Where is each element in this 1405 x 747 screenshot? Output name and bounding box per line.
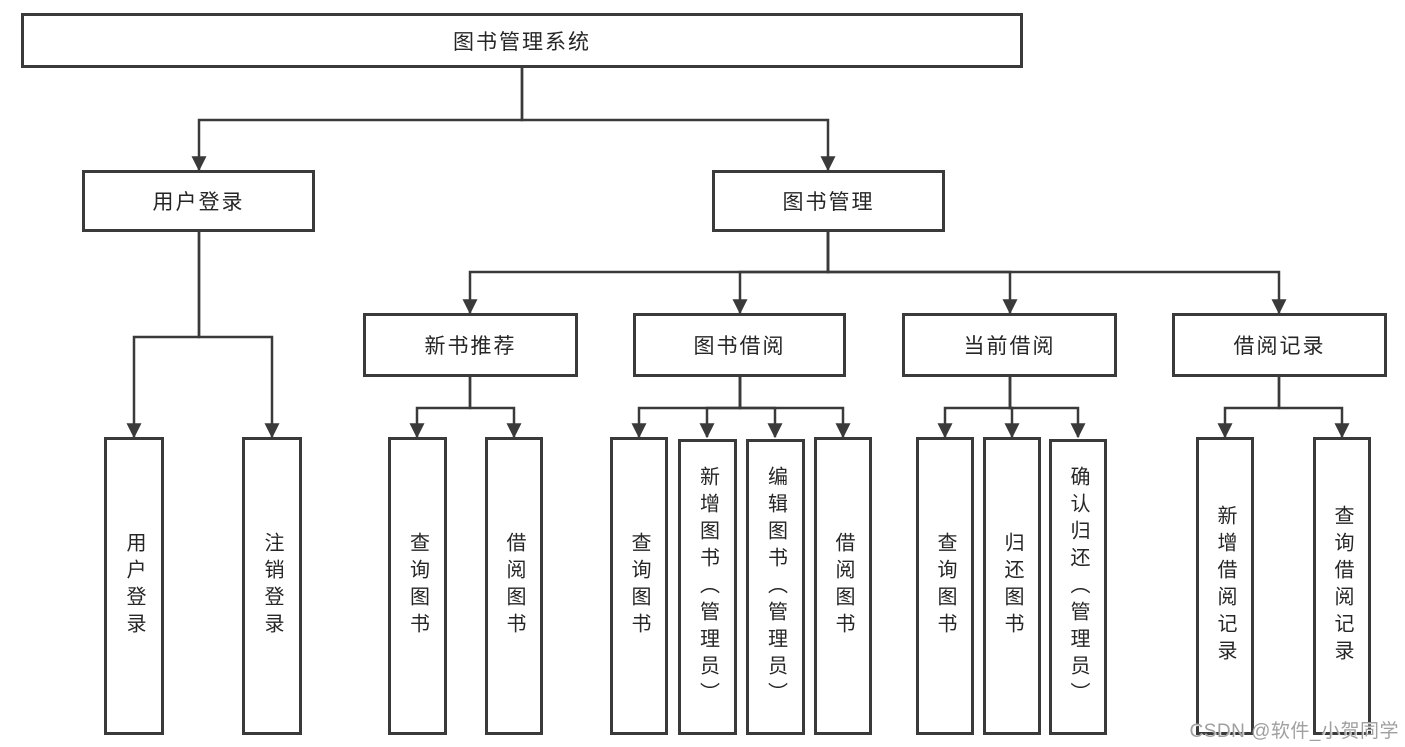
edge-userlogin-login bbox=[126, 232, 201, 439]
edge-mgmt-records bbox=[826, 232, 1287, 315]
edge-current-query bbox=[937, 377, 1012, 439]
leaf-return-books: 归还图书 bbox=[983, 437, 1041, 735]
edge-bookborrow-add bbox=[699, 377, 742, 439]
edge-current-confirm bbox=[1008, 377, 1086, 439]
connector-lines bbox=[126, 68, 1350, 439]
edge-root-book-mgmt bbox=[520, 68, 836, 172]
leaf-newbooks-query-books: 查询图书 bbox=[388, 437, 447, 735]
edge-mgmt-bookborrow bbox=[732, 232, 830, 315]
edge-current-return bbox=[1004, 377, 1020, 439]
edge-mgmt-newbooks bbox=[462, 232, 830, 315]
leaf-current-query-books: 查询图书 bbox=[916, 437, 974, 735]
leaf-add-borrow-record: 新增借阅记录 bbox=[1196, 437, 1254, 735]
leaf-confirm-return-admin: 确认归还（管理员） bbox=[1049, 439, 1107, 735]
edge-bookborrow-borrow bbox=[738, 377, 851, 439]
node-current-borrow: 当前借阅 bbox=[902, 313, 1117, 377]
edge-newbooks-query bbox=[409, 377, 472, 439]
leaf-bookborrow-query-books: 查询图书 bbox=[610, 437, 668, 735]
watermark: CSDN @软件_小贺同学 bbox=[1189, 721, 1399, 742]
edge-root-user-login bbox=[191, 68, 524, 172]
node-root: 图书管理系统 bbox=[21, 13, 1023, 68]
node-book-borrow: 图书借阅 bbox=[633, 313, 846, 377]
node-book-mgmt: 图书管理 bbox=[712, 170, 945, 232]
edge-newbooks-borrow bbox=[468, 377, 522, 439]
edge-bookborrow-edit bbox=[738, 377, 783, 439]
edge-records-add bbox=[1217, 377, 1281, 439]
node-borrow-records: 借阅记录 bbox=[1172, 313, 1387, 377]
edge-mgmt-currentborrow bbox=[826, 232, 1018, 315]
leaf-user-login: 用户登录 bbox=[104, 437, 164, 735]
edge-userlogin-logout bbox=[197, 232, 280, 439]
leaf-query-borrow-record: 查询借阅记录 bbox=[1313, 437, 1371, 735]
leaf-edit-books-admin: 编辑图书（管理员） bbox=[746, 439, 805, 735]
leaf-add-books-admin: 新增图书（管理员） bbox=[678, 439, 737, 735]
edge-bookborrow-query bbox=[631, 377, 742, 439]
leaf-newbooks-borrow-books: 借阅图书 bbox=[485, 437, 543, 735]
edge-records-query bbox=[1277, 377, 1350, 439]
leaf-bookborrow-borrow-books: 借阅图书 bbox=[814, 437, 872, 735]
node-new-books: 新书推荐 bbox=[363, 313, 578, 377]
node-user-login: 用户登录 bbox=[82, 170, 315, 232]
leaf-logout: 注销登录 bbox=[242, 437, 302, 735]
